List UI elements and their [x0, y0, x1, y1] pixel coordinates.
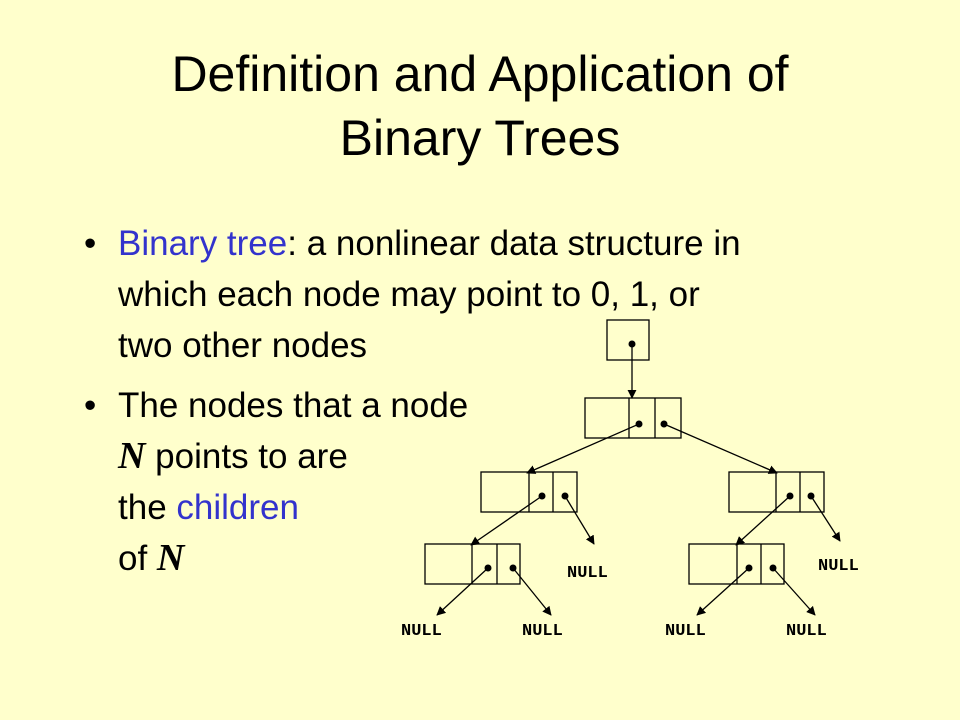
- slide-title: Definition and Application of Binary Tre…: [0, 42, 960, 170]
- tree-node-left-left: [424, 543, 521, 585]
- pointer-arrow-d-right: [512, 567, 552, 616]
- bullet2-line-3-pre: the: [118, 488, 177, 527]
- null-label-e-right: NULL: [786, 622, 827, 641]
- tree-node-right-left: [688, 543, 785, 585]
- bullet-children: • The nodes that a node N points to are …: [84, 380, 598, 584]
- pointer-arrow-c-left: [735, 495, 791, 546]
- bullet1-line-1-rest: : a nonlinear data structure in: [287, 224, 741, 263]
- tree-node-root: [584, 397, 682, 439]
- node-n-symbol-2: N: [156, 537, 185, 579]
- tree-node-right: [728, 471, 825, 513]
- bullet2-line-2-rest: points to are: [145, 437, 348, 476]
- null-label-e-left: NULL: [665, 622, 706, 641]
- pointer-arrow-d-left: [436, 567, 489, 616]
- bullet2-line-4: of N: [118, 533, 598, 584]
- title-line-2: Binary Trees: [339, 110, 621, 166]
- pointer-arrow-b-right: [564, 495, 595, 545]
- bullet1-line-2: which each node may point to 0, 1, or: [118, 275, 700, 314]
- null-label-b-right: NULL: [567, 564, 608, 583]
- bullet2-line-4-pre: of: [118, 539, 157, 578]
- term-binary-tree: Binary tree: [118, 224, 288, 263]
- bullet2-line-2: N points to are: [118, 431, 598, 482]
- pointer-arrow-a-left: [526, 423, 640, 474]
- title-line-1: Definition and Application of: [171, 46, 789, 102]
- bullet-marker: •: [84, 386, 97, 425]
- pointer-arrow-a-right: [663, 423, 778, 474]
- pointer-arrow-c-right: [810, 495, 841, 542]
- bullet2-line-1: The nodes that a node: [118, 386, 469, 425]
- null-label-d-right: NULL: [522, 622, 563, 641]
- pointer-arrow-b-left: [470, 495, 543, 546]
- root-pointer-box: [606, 319, 650, 361]
- node-n-symbol: N: [118, 435, 146, 477]
- tree-node-left: [480, 471, 578, 513]
- bullet1-line-3: two other nodes: [118, 326, 368, 365]
- pointer-arrow-e-right: [772, 567, 816, 616]
- term-children: children: [176, 488, 299, 527]
- bullet1-line-1: Binary tree: a nonlinear data structure …: [118, 218, 918, 269]
- pointer-arrow-e-left: [696, 567, 750, 616]
- bullet2-line-3: the children: [118, 482, 598, 533]
- null-label-c-right: NULL: [818, 557, 859, 576]
- bullet-definition: • Binary tree: a nonlinear data structur…: [84, 218, 918, 371]
- null-label-d-left: NULL: [401, 622, 442, 641]
- bullet-marker: •: [84, 224, 97, 263]
